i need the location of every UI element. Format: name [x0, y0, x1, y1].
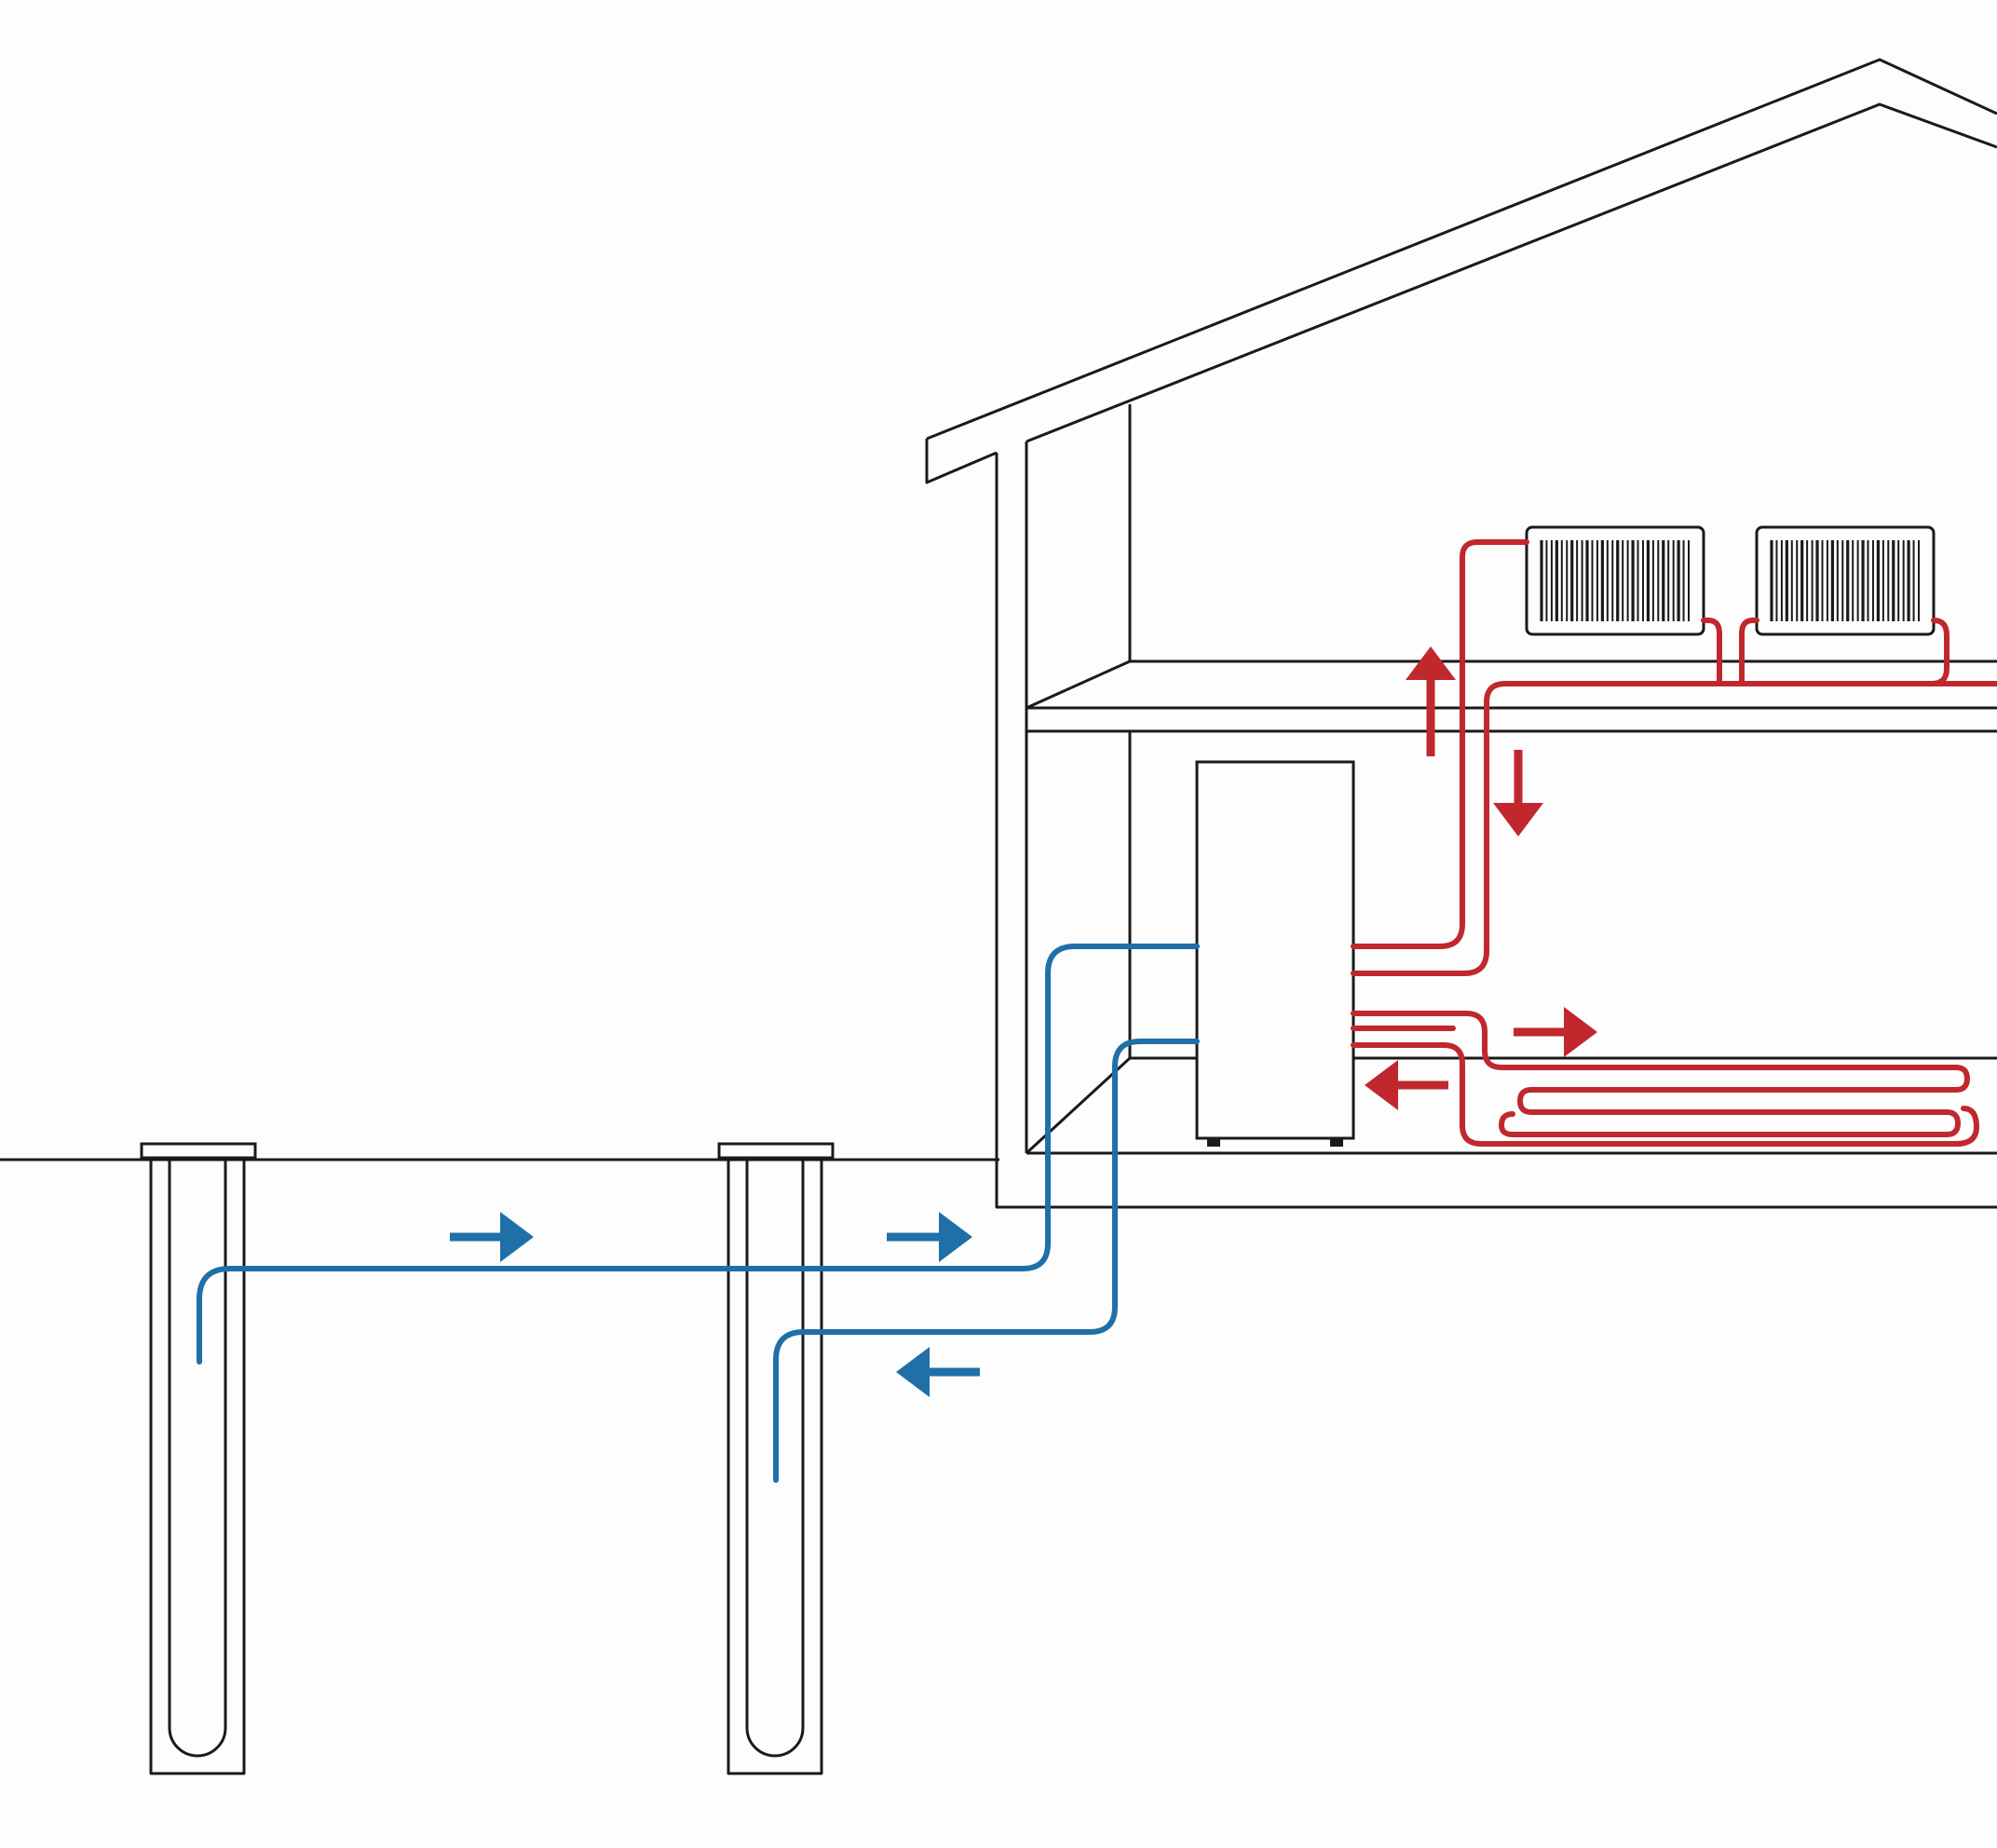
heat-pump-cabinet: [1195, 760, 1355, 1140]
radiator-1: [1525, 525, 1705, 636]
floor-supply-pipe: [1351, 1011, 1970, 1137]
flow-arrows: [450, 646, 1597, 1397]
borehole-2-inner-probe: [745, 1160, 805, 1758]
heat-pump-unit: [1195, 760, 1355, 1147]
radiator-interconnect-1: [1701, 618, 1722, 686]
ground-return-pipe: [773, 1039, 1200, 1483]
borehole-2: [717, 1142, 835, 1775]
radiator-2: [1755, 525, 1936, 636]
borehole-1-cap: [140, 1142, 257, 1160]
borehole-1-inner-probe: [168, 1160, 227, 1758]
ground-floor-slab: [1025, 1056, 1997, 1155]
house-left-wall: [995, 442, 1997, 1209]
heat-pump-foot-left: [1207, 1138, 1220, 1147]
house-roof: [925, 58, 1997, 484]
radiator-loop: [1351, 539, 1997, 976]
heat-pump-foot-right: [1330, 1138, 1343, 1147]
radiator-return-pipe: [1351, 681, 1997, 976]
upper-floor-slab: [1026, 659, 1997, 733]
borehole-1: [140, 1142, 257, 1775]
borehole-2-casing: [727, 1160, 823, 1775]
borehole-2-cap: [717, 1142, 835, 1160]
radiator-1-body: [1525, 525, 1705, 636]
radiator-1-fins: [1540, 540, 1690, 621]
floor-return-pipe: [1351, 1042, 1979, 1147]
radiator-2-return-drop: [1929, 618, 1949, 686]
radiator-2-fins: [1770, 540, 1920, 621]
house: [925, 58, 1997, 1209]
ground-supply-pipe: [197, 944, 1200, 1365]
radiator-2-body: [1755, 525, 1936, 636]
radiator-interconnect-2: [1739, 618, 1759, 686]
radiator-supply-pipe: [1351, 539, 1529, 949]
ground-loop: [197, 944, 1200, 1483]
borehole-1-casing: [149, 1160, 246, 1775]
floor-heating-loop: [1351, 1011, 1979, 1147]
